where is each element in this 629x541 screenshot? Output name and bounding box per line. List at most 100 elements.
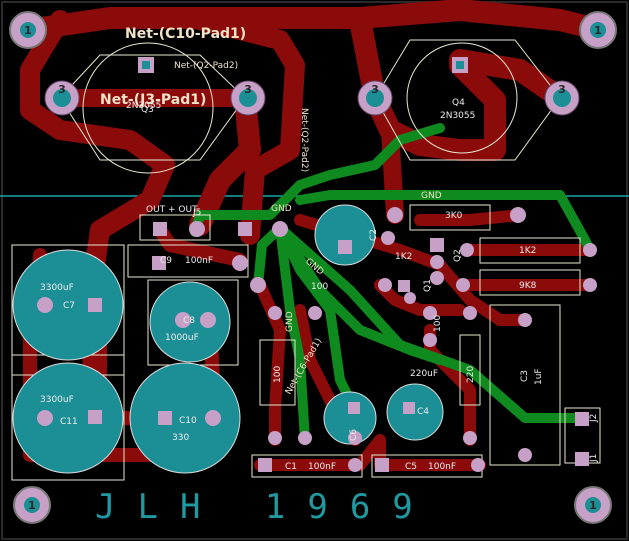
j1-pad (575, 452, 589, 466)
c11-pad (88, 410, 102, 424)
trace-r100a (254, 279, 286, 446)
back-copper-traces (190, 123, 595, 445)
q3-pad-right-num: 3 (244, 83, 252, 96)
c10-value: 330 (172, 433, 189, 443)
c2-ref: C2 (369, 229, 379, 241)
r9k8-pad-l (456, 278, 470, 292)
c10-ref: C10 (179, 416, 197, 426)
trace-q1 (374, 279, 466, 316)
c10-body (129, 362, 241, 474)
q2-pad-3 (430, 271, 444, 285)
q3-pad-right-drill (239, 89, 257, 107)
c1-value: 100nF (308, 462, 336, 472)
electrolytic-caps (12, 204, 444, 474)
c5-pad-l (375, 458, 389, 472)
q4-base-drill (456, 61, 464, 69)
c9-box (127, 244, 249, 278)
c9-pad-r (232, 255, 248, 271)
r100a-value: 100 (311, 282, 328, 292)
c6-ref: C6 (349, 429, 359, 441)
c8-value: 1000uF (165, 333, 199, 343)
net-label-q2-pad2-vertical: Net-(Q2-Pad2) (299, 108, 309, 172)
trace-top-bus (17, 0, 611, 41)
c4-pad (403, 402, 415, 414)
mount-hole-br-drill (585, 497, 601, 513)
c6-body (323, 391, 377, 445)
r100b-pad-3 (268, 431, 282, 445)
mount-hole-tl-drill (20, 22, 36, 38)
mounting-holes: 1 1 1 1 (9, 11, 617, 524)
c10-pad-r (205, 410, 221, 426)
r9k8-box (479, 269, 581, 296)
c7-value: 3300uF (40, 283, 74, 293)
net-label-c10-pad1: Net-(C10-Pad1) (125, 26, 246, 42)
r100b-pad-1 (268, 306, 282, 320)
trace-q4-right (449, 49, 571, 109)
r3k0-pad-l (387, 207, 403, 223)
c11-pad-r (37, 410, 53, 426)
c5-pad-r (471, 458, 485, 472)
mount-hole-bl-label: 1 (28, 499, 36, 512)
c5-value: 100nF (428, 462, 456, 472)
trace-q2-pad2 (190, 10, 305, 245)
q3-outline (82, 42, 214, 174)
mount-hole-tr-label: 1 (594, 24, 602, 37)
j5-pad-3 (238, 222, 252, 236)
r100b-value: 100 (273, 366, 283, 383)
silkscreen (11, 39, 601, 481)
q4-pad-left-num: 3 (371, 83, 379, 96)
c2-body (314, 204, 376, 266)
c4-value: 220uF (410, 369, 438, 379)
j2-ref: J2 (589, 414, 599, 423)
mount-hole-bl-drill (24, 497, 40, 513)
r100b-pad-4 (298, 431, 312, 445)
j5-pad-1 (153, 222, 167, 236)
r3k0-box (409, 204, 491, 231)
c1-pad-r (348, 458, 362, 472)
q3-ref: Q3 (141, 105, 154, 115)
trace-q3-right (189, 87, 261, 236)
q4-pad-right-drill (553, 89, 571, 107)
c7-ref: C7 (63, 301, 75, 311)
c9-ref: C9 (160, 256, 172, 266)
mount-hole-br-label: 1 (589, 499, 597, 512)
r100-pad-top (250, 277, 266, 293)
net-label-q2-pad2: Net-(Q2-Pad2) (174, 61, 238, 71)
q1-ref: Q1 (423, 279, 433, 292)
c1-pad-l (258, 458, 272, 472)
trace-gnd-top (190, 123, 445, 237)
trace-gnd-right (295, 190, 595, 255)
c8-ref: C8 (183, 316, 195, 326)
q3-pad-left-drill (53, 89, 71, 107)
c11-value: 3300uF (40, 395, 74, 405)
trace-gnd-c4 (275, 223, 445, 365)
r9k8-value: 9K8 (519, 281, 537, 291)
c7-pad-l (88, 298, 102, 312)
r100b-pad-2 (308, 306, 322, 320)
r100c-pad-top (423, 306, 437, 320)
c3-ref: C3 (520, 370, 530, 382)
net-label-j3-pad1: Net-(J3-Pad1) (100, 92, 206, 108)
r220-pad-bot (463, 431, 477, 445)
component-pads (37, 207, 597, 472)
c8-pad-r (200, 312, 216, 328)
r100b-box (259, 339, 296, 406)
c1-ref: C1 (285, 462, 297, 472)
c9-value: 100nF (185, 256, 213, 266)
r3k0-pad-r (510, 207, 526, 223)
q4-pad-left-drill (366, 89, 384, 107)
mount-hole-tl-label: 1 (24, 24, 32, 37)
mount-hole-tr-drill (590, 22, 606, 38)
r220-pad-top (463, 306, 477, 320)
net-label-gnd-mid: GND (271, 204, 292, 214)
q2-pad-2 (430, 255, 444, 269)
q3-value: 2N3055 (126, 101, 161, 111)
c1-box (251, 454, 363, 478)
c2-pad (338, 240, 352, 254)
trace-3k0 (414, 209, 526, 226)
q3-base-drill (142, 61, 150, 69)
j5-label: OUT + OUT (146, 205, 198, 215)
q1-pad-3 (404, 292, 416, 304)
r1k2-value: 1K2 (519, 246, 536, 256)
